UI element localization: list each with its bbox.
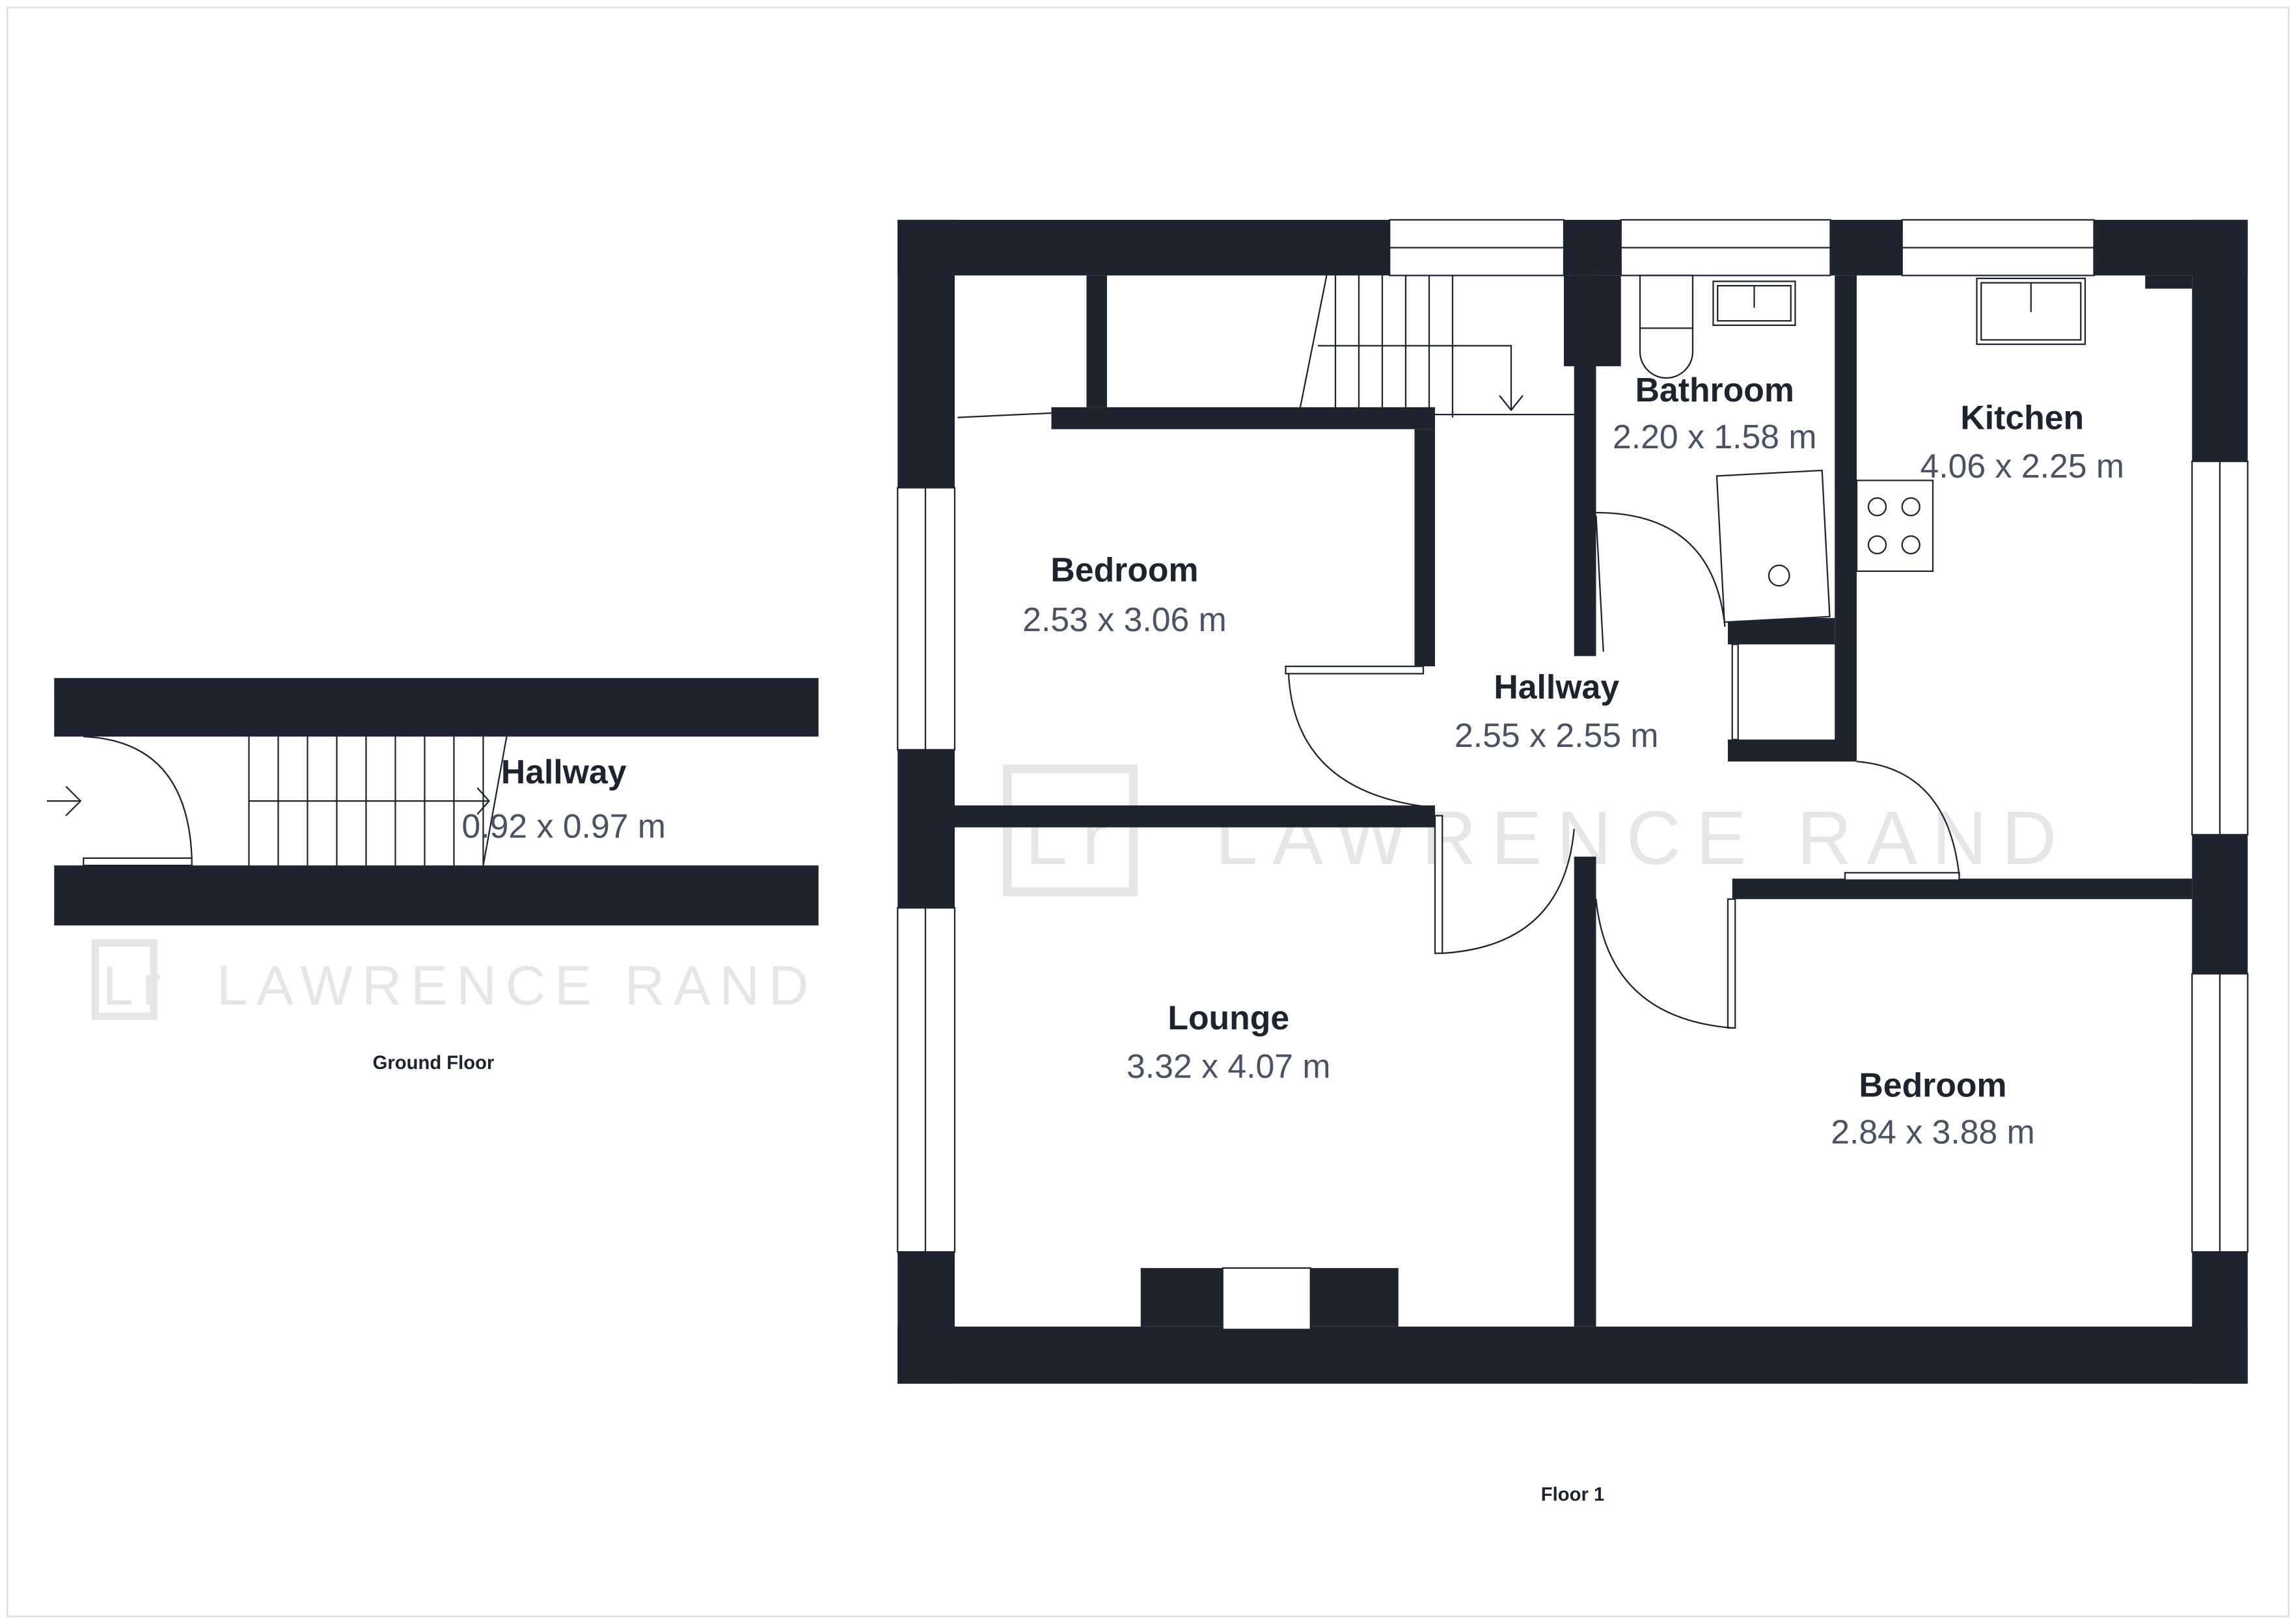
kitchen-sink [1976, 277, 2086, 345]
room-size: 4.06 x 2.25 m [1920, 447, 2124, 485]
fireplace [1222, 1267, 1311, 1331]
bath [1715, 469, 1831, 623]
door [1844, 761, 1960, 881]
wall [955, 805, 1435, 828]
bathroom-sink [1712, 280, 1796, 326]
door [1434, 815, 1575, 954]
hob [1855, 480, 1934, 572]
toilet [1639, 275, 1694, 379]
room-name: Kitchen [1960, 399, 2084, 437]
room-name: Bedroom [1050, 551, 1198, 589]
window [897, 487, 956, 751]
staircase [248, 736, 508, 866]
door [957, 412, 1052, 418]
window [2191, 460, 2248, 835]
window [1901, 219, 2095, 277]
floor-1-plan: Bedroom 2.53 x 3.06 m Hallway 2.55 x 2.5… [897, 219, 2248, 1506]
wall [1728, 617, 1835, 645]
wall [1051, 407, 1435, 429]
page-border [7, 7, 2289, 1617]
room-size: 2.55 x 2.55 m [1455, 716, 1659, 754]
wall [1732, 878, 2193, 899]
room-name: Bedroom [1859, 1066, 2006, 1104]
room-name: Bathroom [1635, 371, 1794, 409]
window [1389, 219, 1565, 277]
room-name: Hallway [501, 753, 627, 791]
room-name: Hallway [1494, 668, 1619, 706]
wall [54, 865, 819, 926]
wall [1564, 275, 1621, 366]
floor-label: Floor 1 [1541, 1485, 1605, 1506]
watermark-text: LAWRENCE RAND [217, 955, 817, 1017]
wall [2145, 275, 2193, 289]
room-size: 3.32 x 4.07 m [1127, 1047, 1331, 1085]
room-size: 2.20 x 1.58 m [1613, 418, 1817, 455]
entry-arrow-icon [47, 785, 82, 817]
wall [1574, 856, 1596, 1327]
room-size: 2.53 x 3.06 m [1022, 601, 1227, 638]
room-size: 2.84 x 3.88 m [1831, 1113, 2035, 1151]
wall [1728, 739, 1857, 762]
window [1620, 219, 1831, 277]
window [897, 907, 956, 1253]
door [1595, 511, 1726, 652]
watermark-logo: Lr [103, 955, 170, 1017]
entrance-door [83, 736, 193, 867]
wall [1086, 275, 1107, 407]
door [1595, 898, 1736, 1029]
floor-label: Ground Floor [373, 1053, 495, 1074]
wall [54, 678, 819, 737]
door [1285, 666, 1428, 808]
staircase [1299, 275, 1574, 418]
wall [1835, 275, 1857, 762]
window [2191, 973, 2248, 1253]
door [1731, 643, 1739, 740]
wall [897, 1326, 2248, 1384]
room-size: 0.92 x 0.97 m [461, 807, 666, 845]
watermark-ground: Lr LAWRENCE RAND [91, 939, 817, 1020]
wall [1414, 429, 1435, 667]
ground-floor-plan: Hallway 0.92 x 0.97 m Ground Floor [47, 678, 819, 1074]
room-name: Lounge [1168, 999, 1289, 1036]
